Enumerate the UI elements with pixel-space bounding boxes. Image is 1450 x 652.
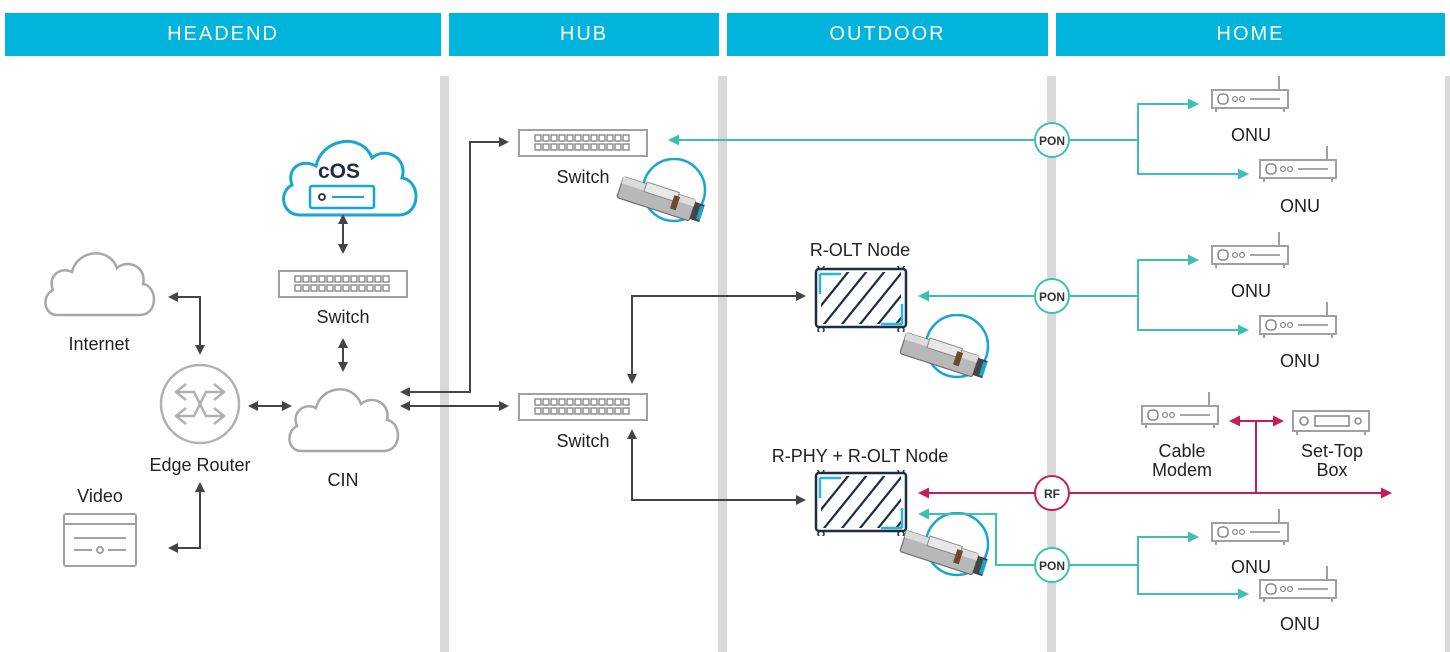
- set-top-box-icon: [1292, 410, 1370, 436]
- header-headend-label: HEADEND: [167, 23, 279, 45]
- sfp-transceiver-top-icon: [615, 158, 708, 226]
- cin-cloud-icon: [288, 388, 400, 453]
- switch-hub-mid-label: Switch: [556, 431, 610, 451]
- pon-badge-rphy-label: PON: [1039, 559, 1065, 573]
- set-top-box-label-2: Box: [1316, 460, 1348, 480]
- rolt-node-label: R-OLT Node: [809, 240, 911, 260]
- onu-label-4: ONU: [1280, 351, 1320, 371]
- sfp-transceiver-rolt-icon: [898, 314, 991, 382]
- switch-hub-top-icon: [518, 129, 648, 157]
- arrow-switch-rolt: [627, 291, 806, 384]
- pon-badge-top-label: PON: [1039, 134, 1065, 148]
- edge-router-icon: [159, 363, 241, 445]
- onu-label-3: ONU: [1231, 281, 1271, 301]
- onu-icon-6: [1259, 565, 1337, 603]
- pon-split-rphy: [1137, 536, 1247, 595]
- cos-cloud-icon: [282, 140, 418, 217]
- header-home: HOME: [1056, 13, 1445, 56]
- pon-badge-rolt: [1034, 278, 1070, 314]
- onu-icon-3: [1211, 231, 1289, 269]
- onu-icon-1: [1211, 75, 1289, 113]
- separator-outdoor-home: [1047, 76, 1056, 652]
- cable-modem-label-1: Cable: [1158, 441, 1206, 461]
- onu-icon-2: [1259, 145, 1337, 183]
- switch-headend-label: Switch: [316, 307, 370, 327]
- rphy-node-icon: [803, 467, 943, 537]
- switch-hub-mid-icon: [518, 393, 648, 421]
- onu-icon-5: [1211, 508, 1289, 546]
- header-headend: HEADEND: [5, 13, 441, 56]
- sfp-transceiver-rphy-icon: [898, 512, 991, 580]
- rphy-node-label: R-PHY + R-OLT Node: [771, 446, 949, 466]
- internet-label: Internet: [68, 334, 130, 354]
- header-outdoor-label: OUTDOOR: [829, 23, 946, 45]
- header-hub-label: HUB: [559, 23, 609, 45]
- cable-modem-label-2: Modem: [1151, 460, 1213, 480]
- pon-split-rolt: [1137, 259, 1247, 331]
- onu-label-6: ONU: [1280, 614, 1320, 634]
- cable-modem-icon: [1141, 391, 1219, 429]
- set-top-box-label-1: Set-Top: [1300, 441, 1364, 461]
- switch-headend-icon: [278, 270, 408, 298]
- video-label: Video: [77, 486, 123, 506]
- header-home-label: HOME: [1216, 23, 1285, 45]
- separator-right-edge: [1445, 76, 1450, 652]
- onu-label-1: ONU: [1231, 125, 1271, 145]
- onu-label-5: ONU: [1231, 557, 1271, 577]
- switch-hub-top-label: Switch: [556, 167, 610, 187]
- internet-cloud-icon: [44, 252, 156, 317]
- rf-badge-label: RF: [1044, 487, 1060, 501]
- video-server-icon: [63, 513, 137, 567]
- edge-router-label: Edge Router: [149, 455, 251, 475]
- rolt-node-icon: [803, 263, 943, 333]
- onu-label-2: ONU: [1280, 196, 1320, 216]
- header-hub: HUB: [449, 13, 719, 56]
- separator-headend-hub: [440, 76, 449, 652]
- separator-hub-outdoor: [718, 76, 727, 652]
- arrow-cin-switch-top: [400, 137, 509, 397]
- onu-icon-4: [1259, 301, 1337, 339]
- cin-label: CIN: [327, 470, 359, 490]
- pon-badge-rolt-label: PON: [1039, 290, 1065, 304]
- pon-split-top: [1137, 103, 1247, 175]
- arrow-router-video: [168, 482, 205, 553]
- pon-badge-top: [1034, 122, 1070, 158]
- arrow-internet-router: [168, 292, 205, 355]
- header-outdoor: OUTDOOR: [727, 13, 1048, 56]
- arrow-switch-rphy: [627, 429, 806, 505]
- cos-logo-text: cOS: [318, 160, 360, 183]
- rf-badge: [1034, 475, 1070, 511]
- pon-badge-rphy: [1034, 547, 1070, 583]
